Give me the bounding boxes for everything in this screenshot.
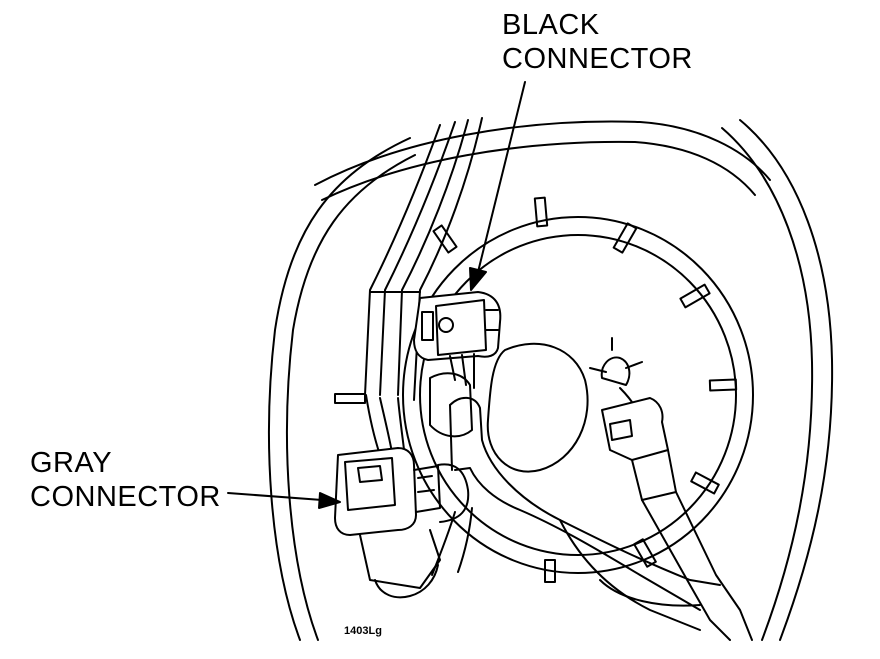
figure-code: 1403Lg: [344, 625, 382, 637]
gray-connector-label-line2: CONNECTOR: [30, 481, 221, 513]
black-connector-label-line2: CONNECTOR: [502, 43, 693, 75]
gray-connector-label-line1: GRAY: [30, 447, 113, 479]
wire-harness: [365, 118, 482, 458]
tank-opening: [269, 120, 832, 640]
vent-tube: [590, 338, 752, 640]
gray-connector: [335, 448, 468, 597]
pump-center-opening: [430, 344, 588, 472]
black-connector-leader: [470, 82, 525, 290]
black-connector: [414, 292, 500, 388]
pump-lock-ring: [335, 198, 753, 582]
fuel-hose-lower: [432, 398, 720, 630]
gray-connector-leader: [228, 493, 340, 508]
black-connector-label-line1: BLACK: [502, 9, 600, 41]
